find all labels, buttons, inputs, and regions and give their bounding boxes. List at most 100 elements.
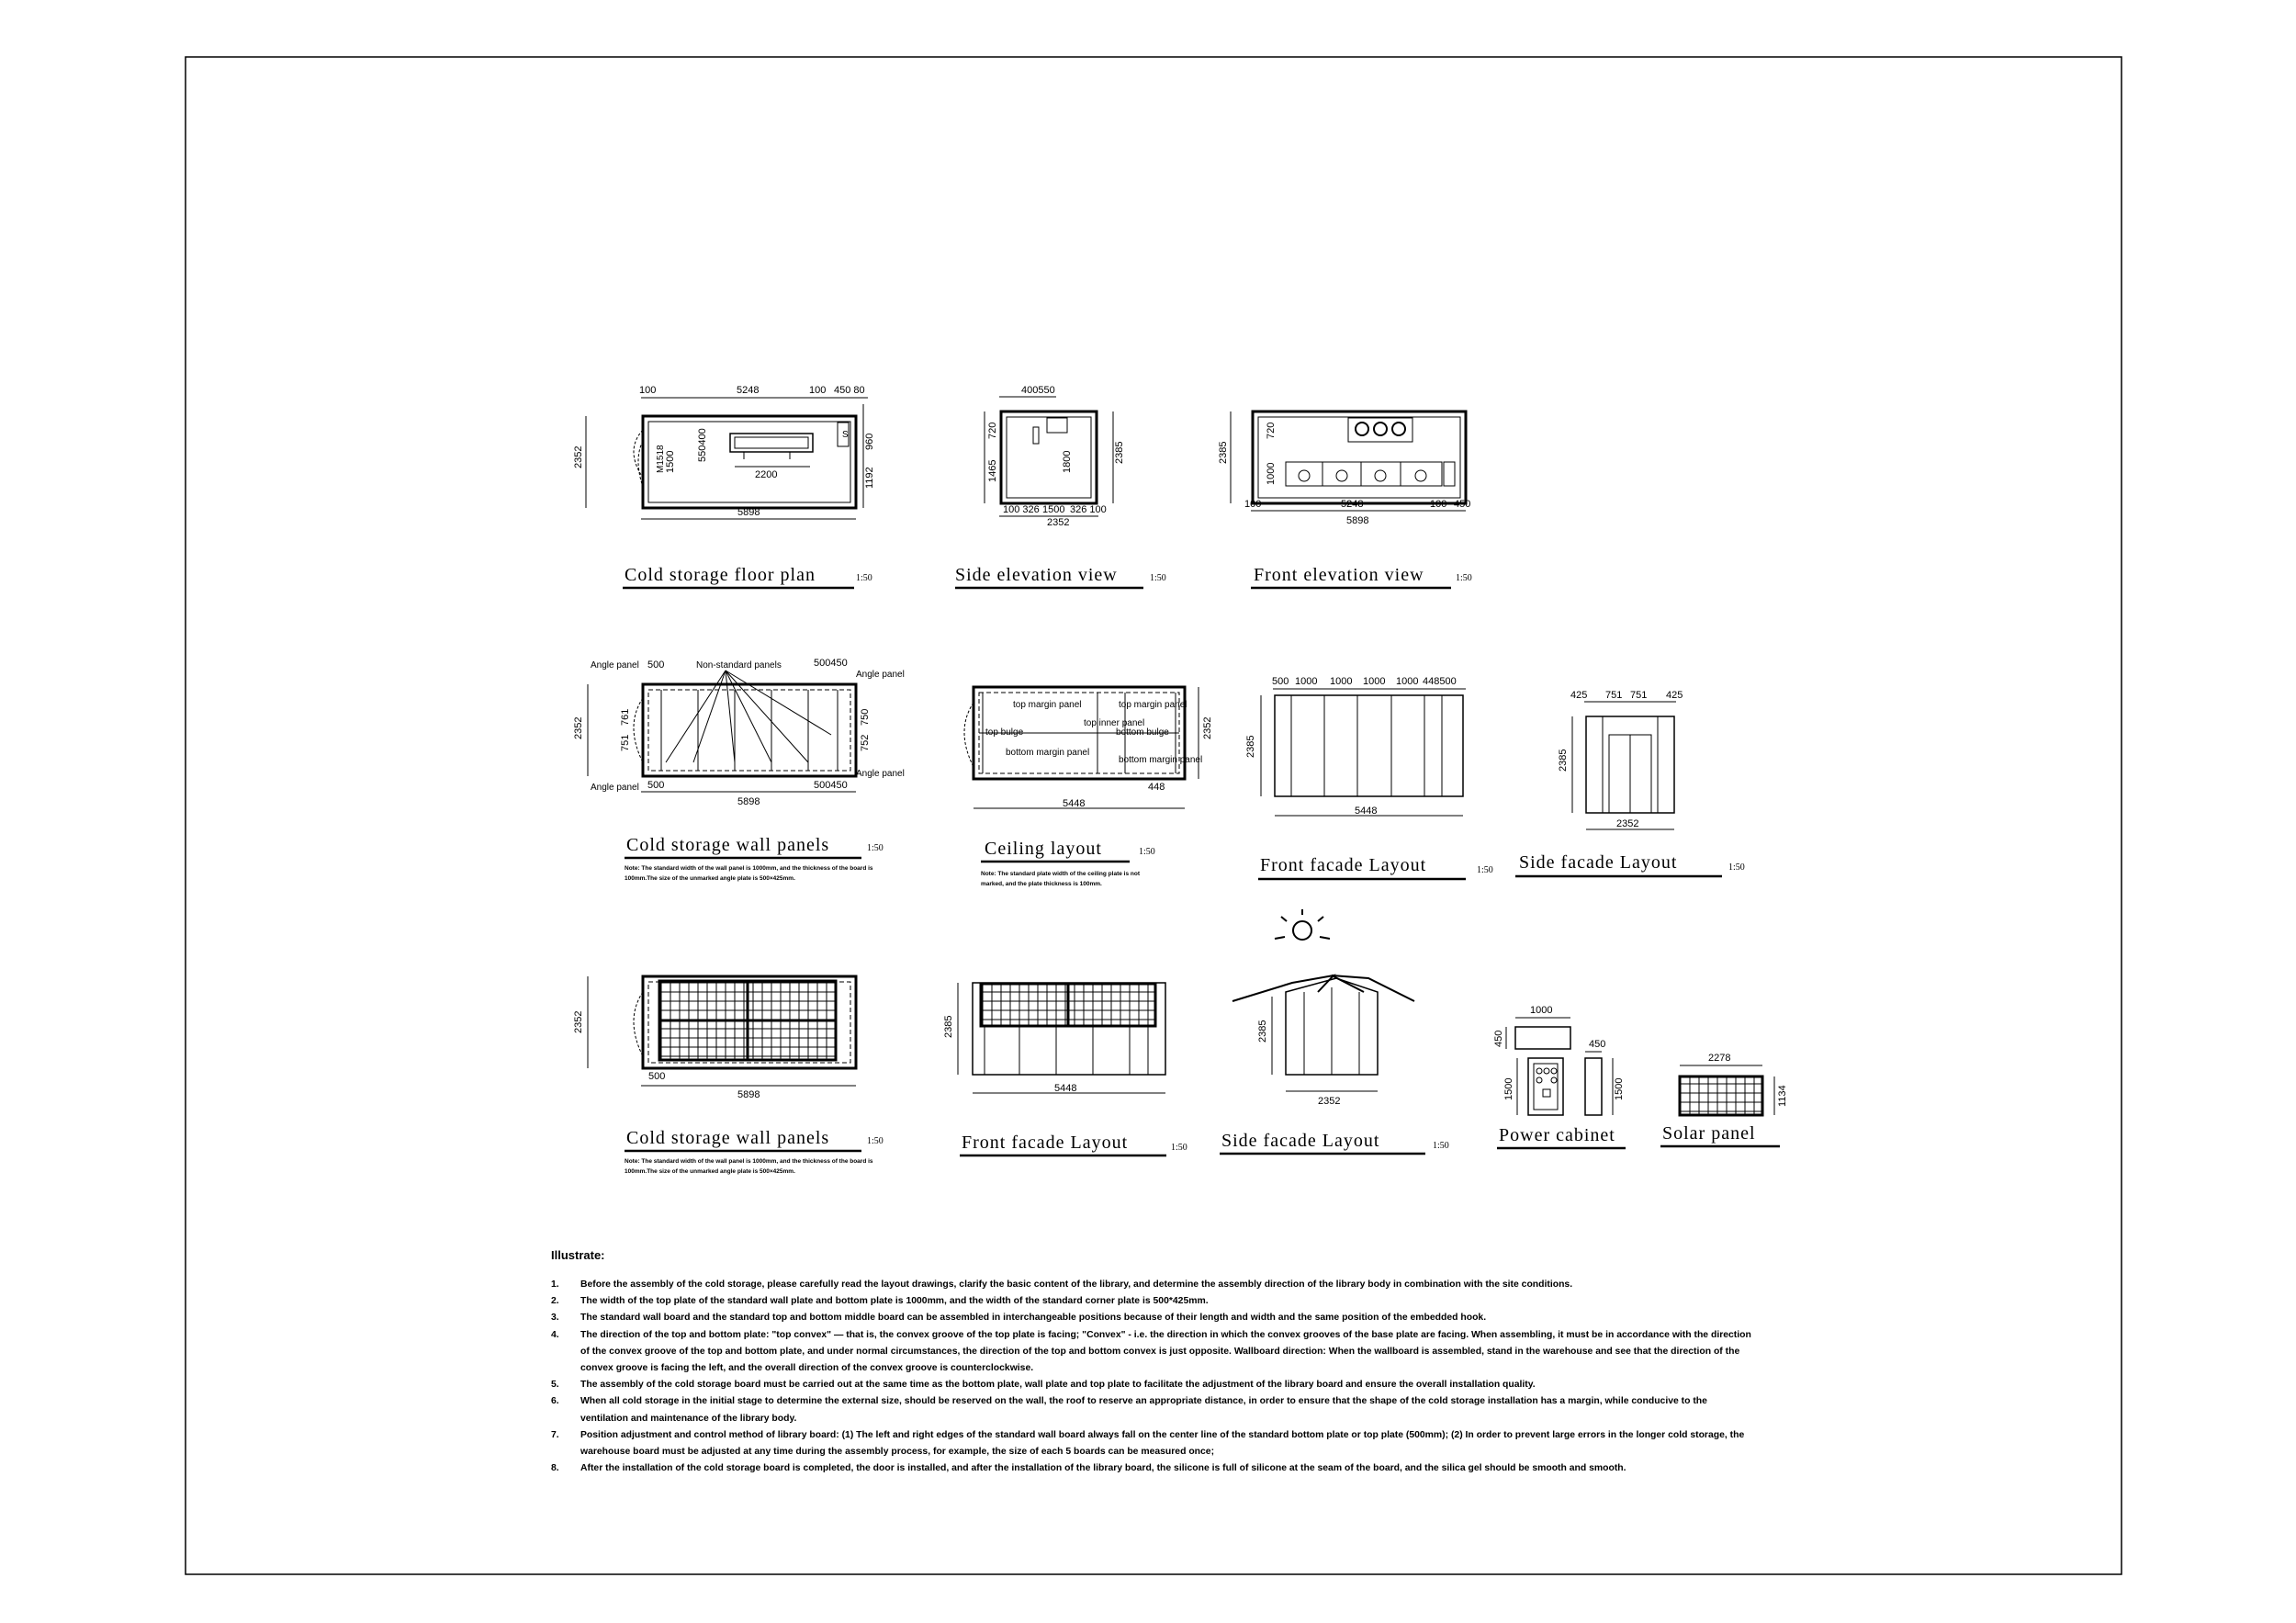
svg-text:2385: 2385 bbox=[943, 1016, 954, 1038]
sun-icon bbox=[1274, 909, 1331, 941]
svg-text:100: 100 bbox=[809, 385, 826, 396]
svg-text:1800: 1800 bbox=[1062, 451, 1073, 473]
svg-text:2385: 2385 bbox=[1558, 750, 1569, 772]
svg-text:448: 448 bbox=[1148, 782, 1165, 793]
svg-text:2352: 2352 bbox=[573, 1011, 584, 1033]
power-cabinet-drawing: 1000 450 450 1500 1500 bbox=[1493, 1005, 1625, 1116]
svg-text:100: 100 bbox=[1430, 499, 1446, 510]
svg-text:400550: 400550 bbox=[1021, 385, 1055, 396]
svg-text:550400: 550400 bbox=[697, 428, 708, 462]
svg-text:Angle panel: Angle panel bbox=[856, 670, 905, 680]
wall-panels-title: Cold storage wall panels bbox=[626, 835, 829, 855]
svg-text:2352: 2352 bbox=[1616, 818, 1638, 829]
svg-text:top margin panel: top margin panel bbox=[1013, 700, 1082, 710]
wall-panels-2-title: Cold storage wall panels bbox=[626, 1128, 829, 1148]
svg-text:Angle panel: Angle panel bbox=[856, 769, 905, 779]
svg-text:1000: 1000 bbox=[1295, 676, 1317, 687]
svg-text:bottom margin panel: bottom margin panel bbox=[1119, 755, 1202, 765]
svg-text:500: 500 bbox=[647, 780, 664, 791]
svg-text:500450: 500450 bbox=[814, 658, 848, 669]
side-facade-title: Side facade Layout bbox=[1519, 852, 1677, 873]
side-facade-2-scale: 1:50 bbox=[1433, 1141, 1449, 1151]
svg-text:2385: 2385 bbox=[1257, 1020, 1268, 1043]
svg-text:450: 450 bbox=[1493, 1031, 1504, 1047]
svg-text:752: 752 bbox=[860, 735, 871, 751]
svg-text:450: 450 bbox=[1589, 1039, 1605, 1050]
front-facade-title: Front facade Layout bbox=[1260, 855, 1426, 875]
svg-text:M1518: M1518 bbox=[656, 445, 666, 473]
front-elevation-drawing: 100 5248 100 450 5898 2385 720 1000 bbox=[1218, 410, 1470, 526]
svg-text:1000: 1000 bbox=[1330, 676, 1352, 687]
wall-panels-note-line-2: 100mm.The size of the unmarked angle pla… bbox=[625, 875, 795, 882]
side-elevation-drawing: 400550 2352 2385 720 1465 1800 100 326 1… bbox=[984, 385, 1125, 528]
svg-text:720: 720 bbox=[987, 423, 998, 439]
front-facade-2-scale: 1:50 bbox=[1171, 1143, 1187, 1153]
svg-text:top margin panel: top margin panel bbox=[1119, 700, 1187, 710]
illustrate-heading: Illustrate: bbox=[551, 1248, 605, 1262]
svg-text:2385: 2385 bbox=[1114, 442, 1125, 464]
wall-panels-note-line-1: Note: The standard width of the wall pan… bbox=[625, 865, 873, 872]
svg-text:751: 751 bbox=[1630, 690, 1647, 701]
svg-text:448500: 448500 bbox=[1423, 676, 1457, 687]
ceiling-layout-scale: 1:50 bbox=[1139, 847, 1155, 857]
svg-text:500: 500 bbox=[647, 659, 664, 671]
svg-text:bottom margin panel: bottom margin panel bbox=[1006, 748, 1089, 758]
front-facade-drawing: 500 1000 1000 1000 1000 448500 5448 2385 bbox=[1245, 676, 1466, 817]
svg-text:S: S bbox=[842, 430, 849, 440]
svg-text:2352: 2352 bbox=[1202, 717, 1213, 739]
illustrate-item: 8.After the installation of the cold sto… bbox=[551, 1463, 1626, 1474]
illustrate-item: 3.The standard wall board and the standa… bbox=[551, 1313, 1487, 1324]
svg-text:Angle panel: Angle panel bbox=[591, 660, 639, 671]
side-elevation-title: Side elevation view bbox=[955, 565, 1118, 585]
illustrate-item: 2.The width of the top plate of the stan… bbox=[551, 1296, 1209, 1307]
svg-text:1500: 1500 bbox=[1614, 1078, 1625, 1100]
svg-text:Non-standard panels: Non-standard panels bbox=[696, 660, 782, 671]
svg-text:2385: 2385 bbox=[1218, 442, 1229, 464]
svg-text:751: 751 bbox=[620, 735, 631, 751]
illustrate-item: 5.The assembly of the cold storage board… bbox=[551, 1380, 1536, 1391]
illustrate-item: 7.Position adjustment and control method… bbox=[551, 1429, 1745, 1458]
svg-text:5898: 5898 bbox=[737, 796, 760, 807]
ceiling-layout-drawing: top margin panel top bulge top inner pan… bbox=[963, 685, 1213, 809]
power-cabinet-title: Power cabinet bbox=[1499, 1125, 1615, 1145]
svg-text:2352: 2352 bbox=[1318, 1096, 1340, 1107]
svg-text:761: 761 bbox=[620, 709, 631, 726]
svg-text:751: 751 bbox=[1605, 690, 1622, 701]
front-facade-2-title: Front facade Layout bbox=[962, 1133, 1128, 1153]
svg-text:5898: 5898 bbox=[1346, 515, 1368, 526]
svg-text:Angle panel: Angle panel bbox=[591, 783, 639, 793]
svg-text:2200: 2200 bbox=[755, 469, 777, 480]
front-elevation-scale: 1:50 bbox=[1456, 573, 1472, 583]
svg-text:425: 425 bbox=[1666, 690, 1683, 701]
side-facade-solar-drawing: 2352 2385 bbox=[1232, 909, 1415, 1107]
svg-text:1134: 1134 bbox=[1777, 1085, 1788, 1107]
svg-text:326 100: 326 100 bbox=[1070, 504, 1107, 515]
svg-text:1500: 1500 bbox=[665, 451, 676, 473]
side-facade-2-title: Side facade Layout bbox=[1221, 1131, 1379, 1151]
svg-text:2352: 2352 bbox=[573, 717, 584, 739]
svg-text:2278: 2278 bbox=[1708, 1053, 1730, 1064]
svg-text:5898: 5898 bbox=[737, 507, 760, 518]
sheet-frame bbox=[185, 56, 2122, 1575]
floor-plan-title: Cold storage floor plan bbox=[625, 565, 816, 585]
wall-panels-2-note-line-1: Note: The standard width of the wall pan… bbox=[625, 1158, 873, 1165]
svg-text:450 80: 450 80 bbox=[834, 385, 865, 396]
svg-text:5448: 5448 bbox=[1054, 1083, 1076, 1094]
svg-text:1500: 1500 bbox=[1503, 1078, 1514, 1100]
illustrate-item: 4.The direction of the top and bottom pl… bbox=[551, 1329, 1751, 1374]
front-facade-solar-drawing: 5448 2385 bbox=[943, 982, 1166, 1094]
illustrate-notes: Illustrate: 1.Before the assembly of the… bbox=[551, 1248, 1754, 1477]
svg-text:5248: 5248 bbox=[1341, 499, 1363, 510]
svg-text:100: 100 bbox=[1244, 499, 1261, 510]
front-elevation-title: Front elevation view bbox=[1254, 565, 1424, 585]
ceiling-layout-title: Ceiling layout bbox=[985, 839, 1102, 859]
svg-text:bottom bulge: bottom bulge bbox=[1116, 727, 1169, 738]
svg-text:1000: 1000 bbox=[1396, 676, 1418, 687]
floor-plan-drawing: 100 5248 100 450 80 5898 2352 2200 55040… bbox=[573, 385, 875, 520]
svg-text:5448: 5448 bbox=[1063, 798, 1085, 809]
svg-text:750: 750 bbox=[860, 709, 871, 726]
svg-text:720: 720 bbox=[1266, 423, 1277, 439]
wall-panels-solar-drawing: 500 5898 2352 bbox=[573, 975, 858, 1100]
svg-text:500: 500 bbox=[648, 1071, 665, 1082]
